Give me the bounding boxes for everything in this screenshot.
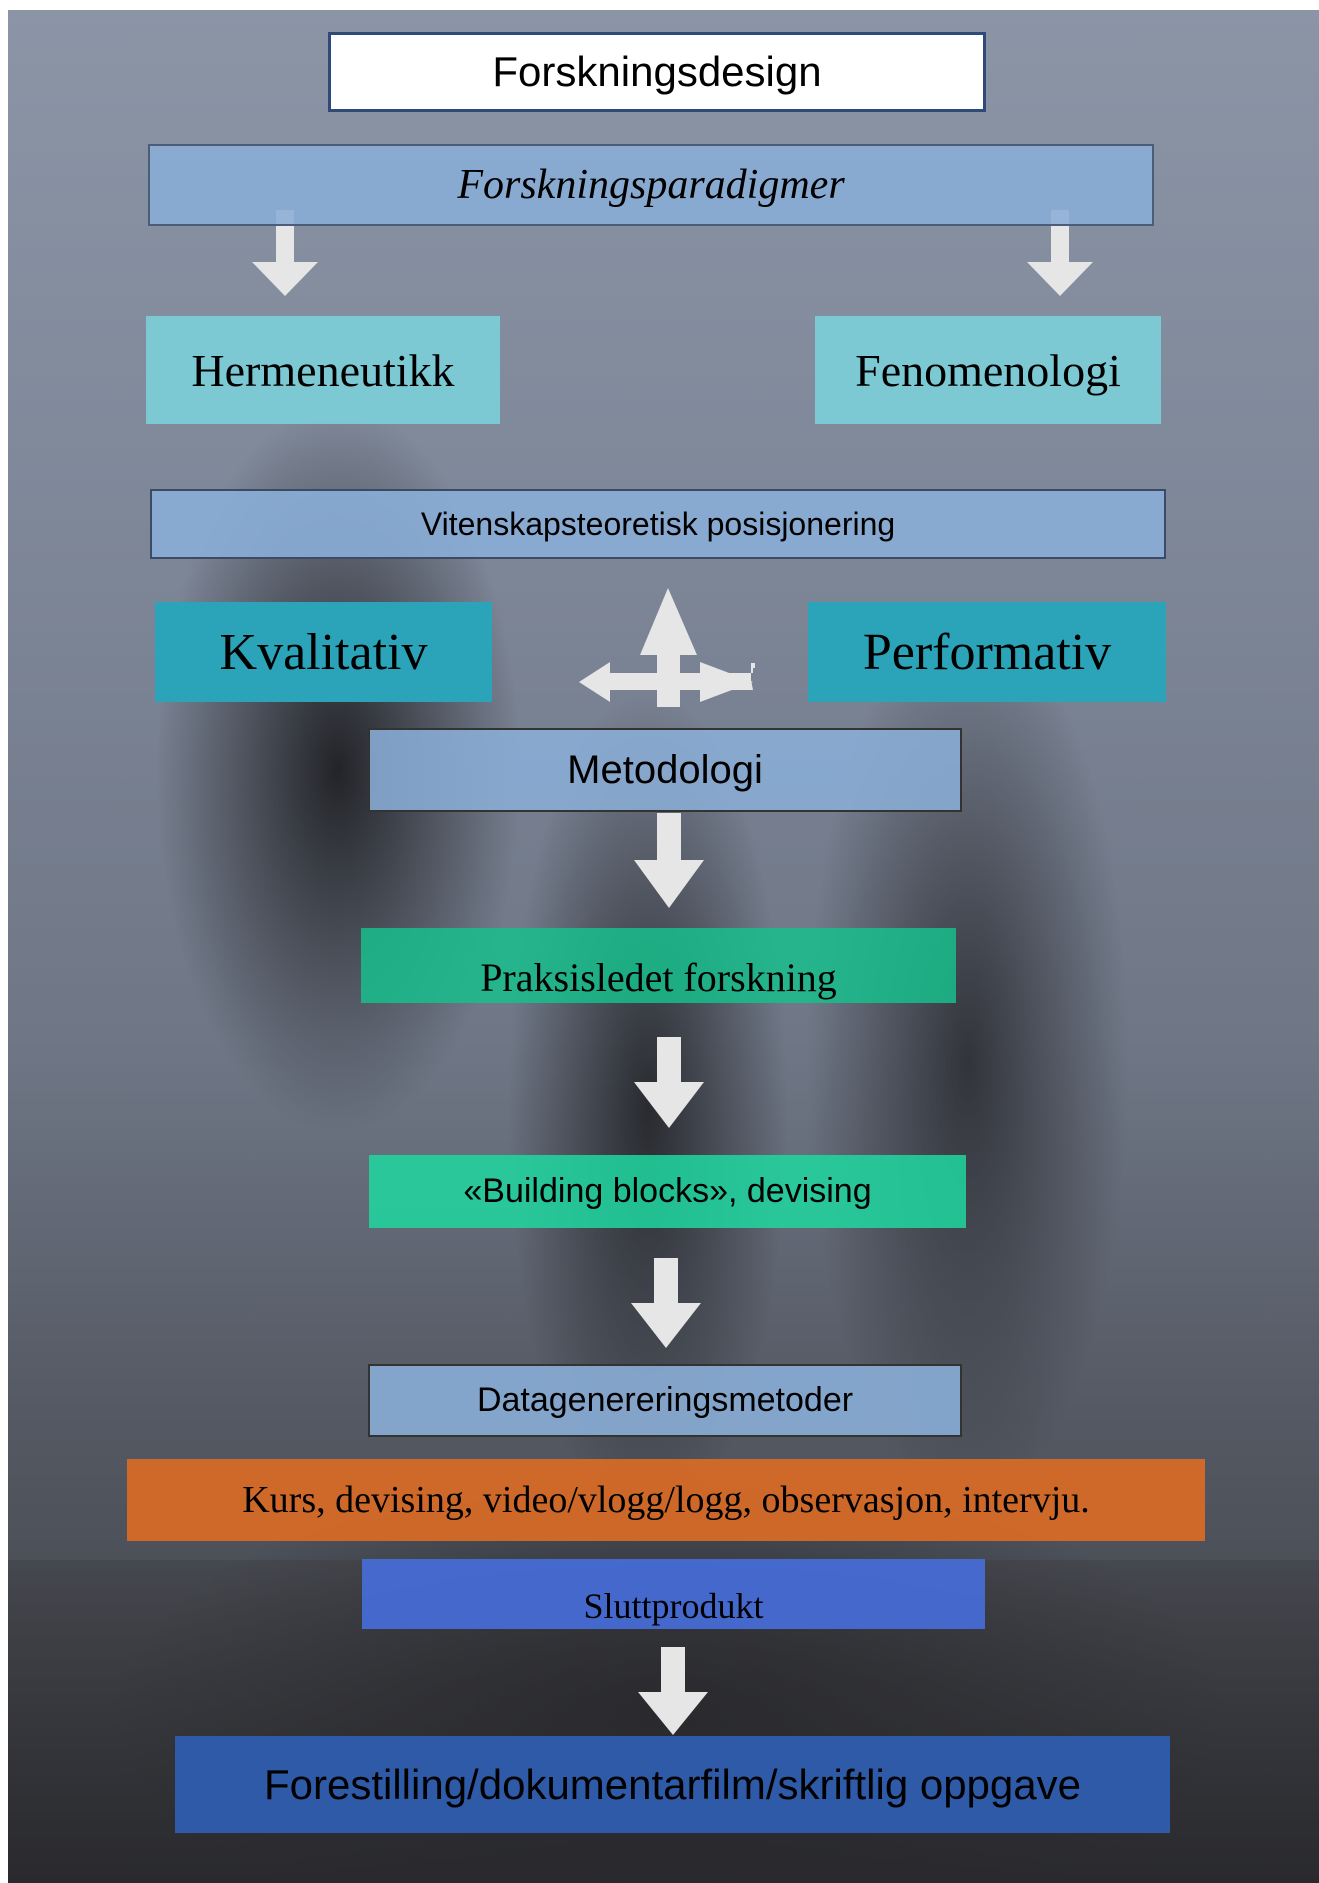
technique-box: «Building blocks», devising [369,1155,966,1228]
positioning-label: Vitenskapsteoretisk posisjonering [421,506,895,543]
data-methods-label: Kurs, devising, video/vlogg/logg, observ… [242,1478,1090,1522]
end-product-heading: Sluttprodukt [583,1585,763,1627]
data-methods-heading: Datagenereringsmetoder [477,1381,853,1420]
end-product-box: Forestilling/dokumentarfilm/skriftlig op… [175,1736,1170,1833]
arrow-down-icon [634,813,704,908]
methodology-box: Metodologi [368,728,962,812]
arrow-down-icon [638,1647,708,1735]
approach-performative-box: Performativ [808,602,1166,702]
arrow-right-head [700,662,753,702]
research-type-label: Praksisledet forskning [480,954,837,1001]
methodology-label: Metodologi [567,748,763,793]
title-box: Forskningsdesign [328,32,986,112]
arrow-down-icon [634,1037,704,1128]
arrow-down-icon [631,1258,701,1348]
technique-label: «Building blocks», devising [463,1172,871,1211]
paradigm-phenomenology-box: Fenomenologi [815,316,1161,424]
data-methods-heading-box: Datagenereringsmetoder [368,1364,962,1437]
paradigm-label: Fenomenologi [855,344,1121,397]
data-methods-box: Kurs, devising, video/vlogg/logg, observ… [127,1459,1205,1541]
diagram-title: Forskningsdesign [492,48,821,96]
paradigms-box: Forskningsparadigmer [148,144,1154,226]
research-type-box: Praksisledet forskning [361,928,956,1003]
end-product-label: Forestilling/dokumentarfilm/skriftlig op… [264,1761,1081,1809]
paradigm-label: Hermeneutikk [191,344,454,397]
approach-label: Performativ [863,623,1111,682]
positioning-box: Vitenskapsteoretisk posisjonering [150,489,1166,559]
paradigms-heading: Forskningsparadigmer [457,161,844,209]
end-product-heading-box: Sluttprodukt [362,1559,985,1629]
approach-qualitative-box: Kvalitativ [155,602,492,702]
approach-label: Kvalitativ [220,623,428,682]
paradigm-hermeneutics-box: Hermeneutikk [146,316,500,424]
